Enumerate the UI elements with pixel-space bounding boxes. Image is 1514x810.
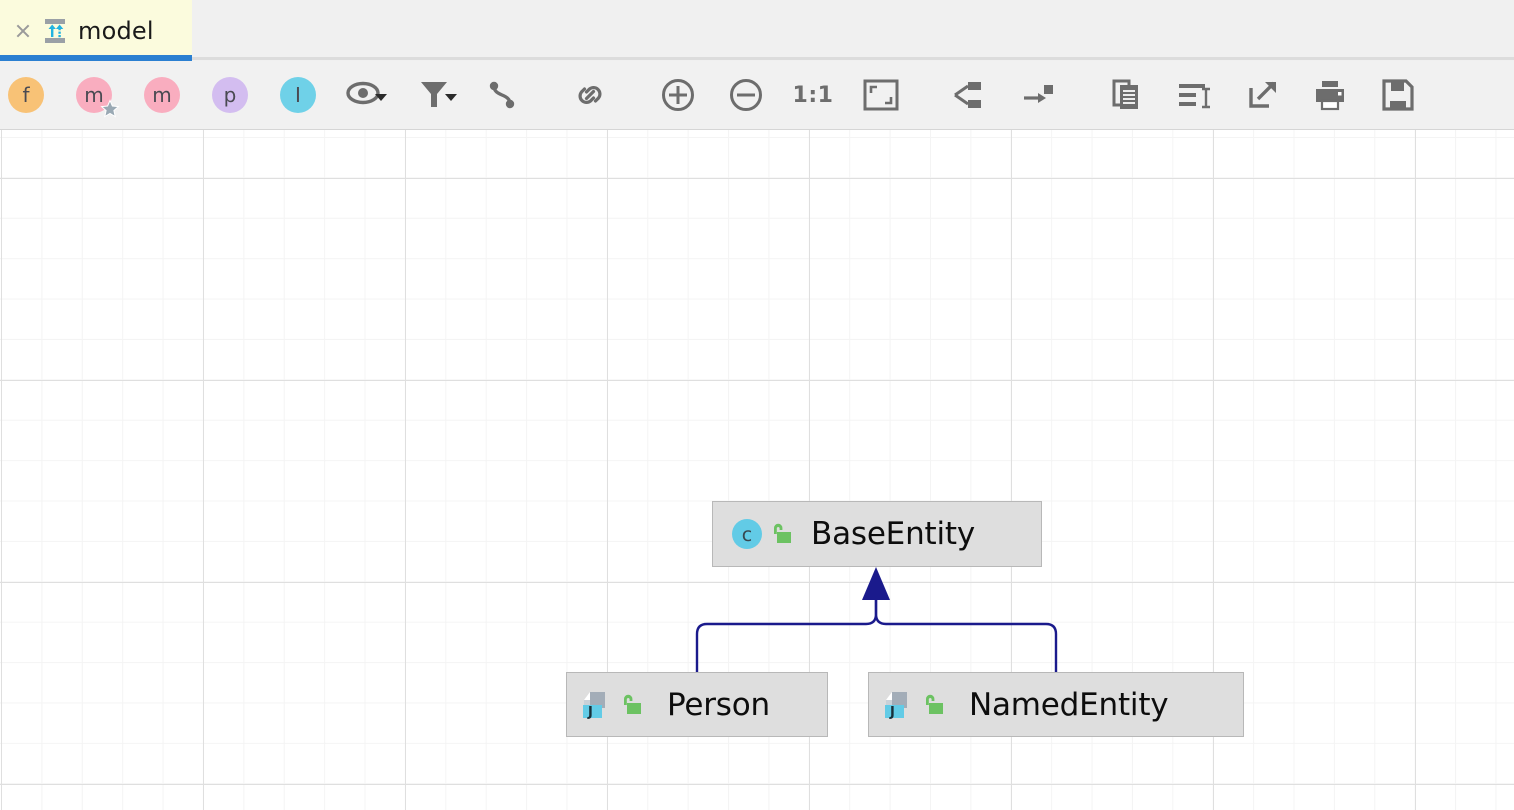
show-fields-toggle[interactable]: f bbox=[8, 61, 44, 129]
svg-text:J: J bbox=[889, 705, 895, 720]
link-icon bbox=[578, 85, 602, 105]
svg-text:c: c bbox=[742, 524, 752, 546]
close-icon[interactable] bbox=[12, 20, 34, 42]
methods-glyph: m bbox=[152, 83, 172, 107]
tab-active-indicator bbox=[0, 55, 192, 61]
java-file-icon: J bbox=[885, 691, 907, 720]
static-methods-badge: m bbox=[76, 77, 120, 118]
star-icon bbox=[100, 99, 120, 118]
svg-text:J: J bbox=[587, 705, 593, 720]
fit-content-icon bbox=[863, 79, 899, 111]
node-icons: c bbox=[729, 516, 795, 552]
show-properties-toggle[interactable]: p bbox=[212, 61, 248, 129]
export-icon bbox=[1249, 81, 1276, 108]
unlocked-public-icon bbox=[774, 523, 791, 543]
generalization-arrowhead bbox=[862, 567, 890, 600]
node-label: Person bbox=[667, 686, 770, 723]
methods-badge: m bbox=[144, 77, 180, 113]
print-icon bbox=[1316, 81, 1344, 111]
tab-bar-divider bbox=[0, 57, 1514, 60]
visibility-dropdown-button[interactable] bbox=[342, 61, 390, 129]
node-label: NamedEntity bbox=[969, 686, 1169, 723]
show-inner-classes-toggle[interactable]: I bbox=[280, 61, 316, 129]
show-static-methods-toggle[interactable]: m bbox=[76, 61, 120, 129]
class-circle-icon: c bbox=[732, 519, 762, 549]
fit-content-button[interactable] bbox=[859, 61, 903, 129]
rename-button[interactable] bbox=[1173, 61, 1217, 129]
save-icon bbox=[1382, 79, 1414, 111]
tab-bar: model bbox=[0, 0, 1514, 61]
actual-size-button[interactable]: 1:1 bbox=[788, 61, 838, 129]
diagram-node-namedentity[interactable]: J NamedEntity bbox=[868, 672, 1244, 737]
copy-icon bbox=[1112, 79, 1138, 109]
edge-person-to-baseentity bbox=[695, 592, 878, 672]
diagram-node-person[interactable]: J Person bbox=[566, 672, 828, 737]
java-file-icon: J bbox=[583, 691, 605, 720]
edge-namedentity-to-baseentity bbox=[874, 592, 1058, 672]
diagram-canvas[interactable]: c BaseEntity J bbox=[0, 130, 1514, 810]
unlocked-public-icon bbox=[926, 694, 943, 714]
funnel-icon bbox=[421, 82, 447, 107]
node-icons: J bbox=[581, 688, 645, 722]
diagram-node-baseentity[interactable]: c BaseEntity bbox=[712, 501, 1042, 567]
class-diagram-icon bbox=[40, 16, 70, 46]
print-button[interactable] bbox=[1308, 61, 1352, 129]
show-methods-toggle[interactable]: m bbox=[144, 61, 180, 129]
diagram-toolbar: f m m p I bbox=[0, 61, 1514, 175]
plus-circle-icon bbox=[662, 79, 694, 111]
fields-badge: f bbox=[8, 77, 44, 113]
zoom-out-button[interactable] bbox=[724, 61, 768, 129]
unlocked-public-icon bbox=[624, 694, 641, 714]
show-dependencies-button[interactable] bbox=[568, 61, 612, 129]
arrow-to-node-icon bbox=[1024, 85, 1053, 103]
filter-dropdown-button[interactable] bbox=[412, 61, 460, 129]
copy-diagram-button[interactable] bbox=[1104, 61, 1148, 129]
edge-curve-icon bbox=[489, 81, 515, 109]
actual-size-label: 1:1 bbox=[792, 82, 834, 108]
inner-classes-glyph: I bbox=[295, 83, 301, 107]
chevron-down-icon bbox=[375, 94, 387, 101]
zoom-in-button[interactable] bbox=[656, 61, 700, 129]
hierarchy-icon bbox=[954, 82, 981, 108]
edge-mode-button[interactable] bbox=[480, 61, 524, 129]
fields-glyph: f bbox=[22, 83, 30, 107]
static-methods-glyph: m bbox=[84, 83, 104, 107]
eye-icon bbox=[346, 81, 380, 105]
properties-glyph: p bbox=[223, 83, 237, 107]
minus-circle-icon bbox=[730, 79, 762, 111]
tab-label: model bbox=[78, 16, 154, 45]
chevron-down-icon bbox=[445, 94, 457, 101]
export-button[interactable] bbox=[1240, 61, 1284, 129]
save-button[interactable] bbox=[1376, 61, 1420, 129]
tab-model[interactable]: model bbox=[0, 0, 192, 61]
jump-to-node-button[interactable] bbox=[1016, 61, 1060, 129]
properties-badge: p bbox=[212, 77, 248, 113]
rename-icon bbox=[1179, 84, 1210, 109]
node-label: BaseEntity bbox=[811, 516, 975, 552]
node-icons: J bbox=[883, 688, 947, 722]
inner-classes-badge: I bbox=[280, 77, 316, 113]
apply-layout-button[interactable] bbox=[945, 61, 989, 129]
